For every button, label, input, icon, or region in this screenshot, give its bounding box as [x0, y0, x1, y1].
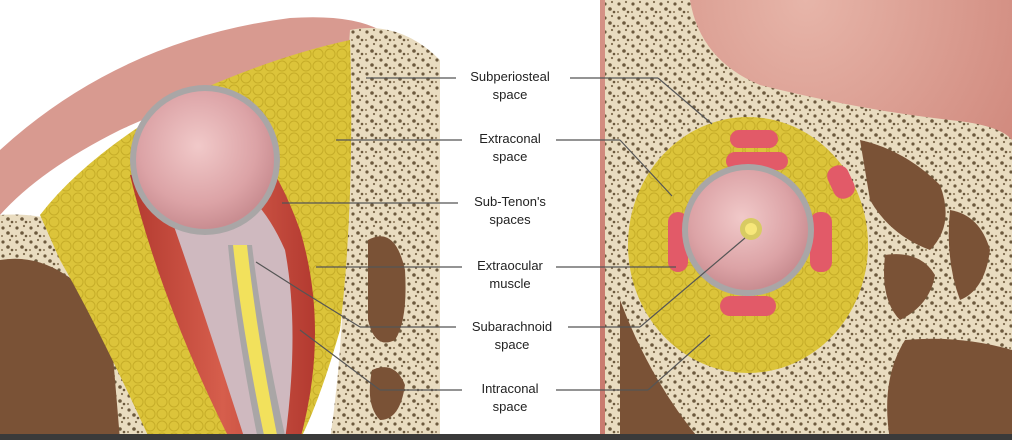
leader-subarachnoid-left-d2 [299, 289, 361, 328]
bottom-border [0, 434, 1012, 440]
label-line: space [492, 87, 528, 102]
leader-subarachnoid-right-d [639, 237, 746, 328]
eye-globe [136, 91, 274, 229]
label-sub-tenons-spaces: Sub-Tenon's spaces [440, 193, 580, 229]
leader-subarachnoid-left-d [255, 261, 301, 291]
right-coronal-section [600, 0, 1012, 440]
superior-oblique [827, 165, 855, 199]
left-sagittal-section [0, 0, 440, 440]
optic-nerve-coronal [745, 223, 757, 235]
orbital-roof-bone [330, 28, 440, 440]
label-line: Sub-Tenon's [474, 194, 546, 209]
leader-subperiosteal-right-d [657, 77, 713, 125]
leader-intraconal-left-d [299, 329, 381, 391]
lateral-cavity [620, 300, 700, 440]
medial-rectus [810, 212, 832, 272]
leader-intraconal-right-d [647, 334, 711, 391]
label-line: Extraconal [479, 131, 541, 146]
label-line: muscle [489, 276, 531, 291]
levator-muscle [730, 130, 778, 148]
bone-cavity-lower [369, 367, 405, 420]
label-line: space [492, 149, 528, 164]
label-line: Extraocular [477, 258, 543, 273]
label-line: spaces [489, 212, 531, 227]
inferior-rectus [720, 296, 776, 316]
label-extraocular-muscle: Extraocular muscle [440, 257, 580, 293]
bone-cavity-upper [368, 236, 406, 343]
ethmoid-cell-3 [948, 210, 990, 300]
ethmoid-cell-1 [860, 140, 946, 250]
leader-lines [255, 77, 746, 391]
label-line: Subperiosteal [470, 69, 550, 84]
label-line: space [492, 399, 528, 414]
label-line: Subarachnoid [471, 319, 553, 334]
label-extraconal-space: Extraconal space [440, 130, 580, 166]
label-intraconal-space: Intraconal space [440, 380, 580, 416]
ethmoid-cell-2 [884, 254, 935, 320]
label-line: space [494, 337, 530, 352]
maxillary-sinus-cavity [887, 338, 1012, 440]
label-subperiosteal-space: Subperiosteal space [440, 68, 580, 104]
optic-nerve [233, 245, 278, 440]
leader-extraconal-right-d [619, 139, 673, 197]
label-subarachnoid-space: Subarachnoid space [442, 318, 582, 354]
label-line: Intraconal [481, 381, 539, 396]
